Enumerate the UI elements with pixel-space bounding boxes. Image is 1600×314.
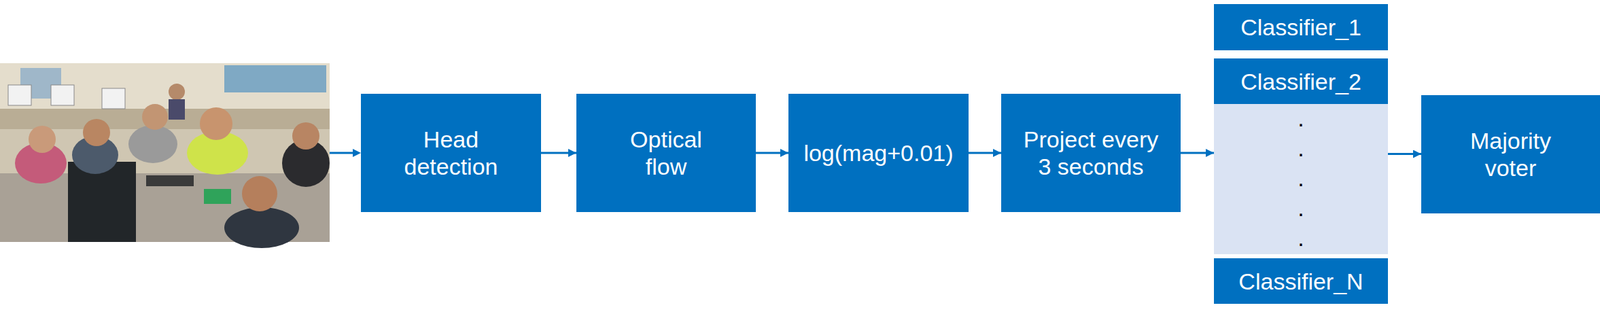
student-body <box>224 207 300 249</box>
keyboard <box>146 175 194 187</box>
process-box: Project every 3 seconds <box>1001 93 1181 213</box>
student-head <box>142 103 168 130</box>
box-label: Head detection <box>383 125 520 181</box>
monitor <box>101 88 126 109</box>
classifier-stack: . . . . . Classifier_1Classifier_2Classif… <box>1213 4 1388 304</box>
student-head <box>199 107 233 141</box>
process-box: Optical flow <box>576 93 756 213</box>
flow-arrow <box>755 152 789 155</box>
front-monitor <box>67 161 136 242</box>
teacher-head <box>168 83 185 100</box>
monitor <box>8 84 32 106</box>
flow-arrow <box>968 152 1002 155</box>
poster <box>224 65 327 93</box>
box-label: Majority voter <box>1449 127 1573 182</box>
student-head <box>28 125 56 153</box>
box-label: Classifier_N <box>1238 267 1363 295</box>
process-box: log(mag+0.01) <box>788 93 969 213</box>
student-head <box>292 122 320 150</box>
teacher-body <box>168 99 185 120</box>
box-label: log(mag+0.01) <box>803 139 953 167</box>
output-box: Majority voter <box>1421 95 1600 214</box>
box-label: Classifier_1 <box>1240 13 1362 41</box>
process-box: Head detection <box>360 93 542 213</box>
flow-arrow <box>541 152 577 155</box>
student-body <box>128 125 178 164</box>
classifier-box: Classifier_1 <box>1213 4 1388 51</box>
box-label: Project every 3 seconds <box>1019 125 1163 181</box>
classifier-box: Classifier_N <box>1213 258 1388 304</box>
student-head <box>241 176 278 212</box>
ellipsis-dots: . . . . . <box>1296 103 1306 253</box>
box-label: Classifier_2 <box>1240 67 1362 96</box>
monitor <box>50 84 75 106</box>
student-head <box>82 118 111 147</box>
input-arrow <box>329 152 356 155</box>
input-arrow-head <box>352 148 361 158</box>
flow-arrow <box>1387 152 1422 155</box>
box-label: Optical flow <box>615 125 718 181</box>
classifier-box: Classifier_2 <box>1213 58 1388 104</box>
wall <box>0 63 330 111</box>
flow-arrow <box>1180 152 1214 155</box>
book <box>203 188 232 204</box>
